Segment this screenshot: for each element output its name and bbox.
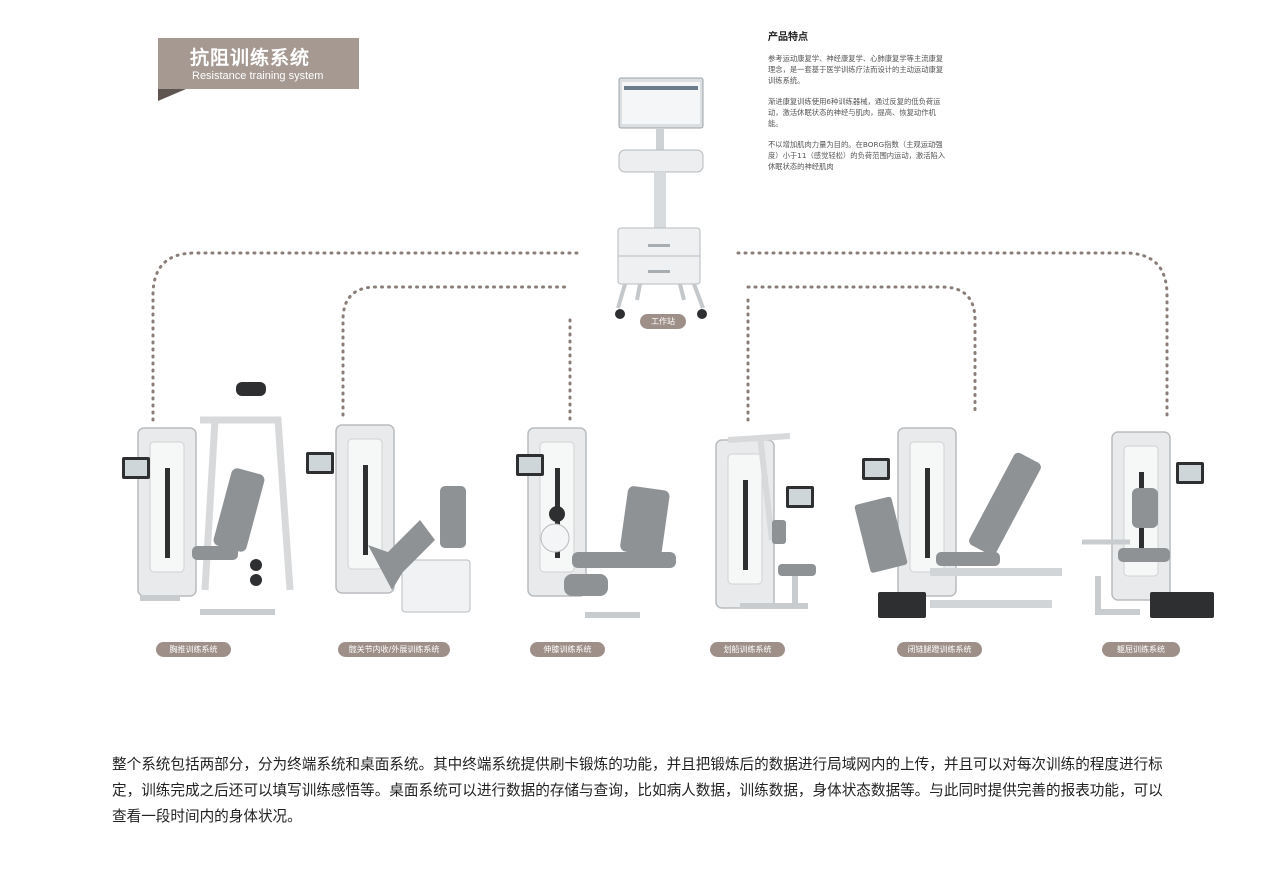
machine-row bbox=[715, 433, 816, 609]
features-title: 产品特点 bbox=[768, 32, 808, 43]
machine-knee bbox=[516, 427, 676, 618]
product-features: 产品特点 参考运动康复学、神经康复学、心肺康复学等主流康复理念，是一套基于医学训… bbox=[768, 28, 948, 182]
connector-torso bbox=[736, 251, 1169, 422]
machine-label-hip: 髋关节内收/外展训练系统 bbox=[338, 642, 450, 657]
connector-hip bbox=[341, 285, 572, 417]
connector-leg-press bbox=[746, 285, 977, 417]
workstation-label: 工作站 bbox=[640, 314, 686, 329]
workstation-cart bbox=[615, 77, 707, 319]
features-paragraph-3: 不以增加肌肉力量为目的。在BORG指数（主观运动强度）小于11（感觉轻松）的负荷… bbox=[768, 140, 946, 171]
machine-hip bbox=[306, 424, 471, 613]
connector-lines bbox=[151, 251, 1169, 422]
machine-chest-press bbox=[122, 382, 294, 615]
machine-label-chest-press: 胸推训练系统 bbox=[156, 642, 231, 657]
machine-torso bbox=[1082, 431, 1214, 618]
connector-chest-press bbox=[151, 251, 584, 422]
features-paragraph-2: 渐进康复训练使用6种训练器械，通过反复的低负荷运动，激活休眠状态的神经与肌肉，提… bbox=[768, 97, 941, 128]
machine-label-row: 划船训练系统 bbox=[710, 642, 785, 657]
machine-leg-press bbox=[854, 427, 1062, 618]
title-en: Resistance training system bbox=[192, 70, 324, 82]
title-banner: 抗阻训练系统 Resistance training system bbox=[158, 38, 359, 89]
machine-label-knee: 伸膝训练系统 bbox=[530, 642, 605, 657]
features-paragraph-1: 参考运动康复学、神经康复学、心肺康复学等主流康复理念，是一套基于医学训练疗法而设… bbox=[768, 54, 944, 85]
machine-label-leg-press: 闭链腿蹬训练系统 bbox=[897, 642, 982, 657]
system-description: 整个系统包括两部分，分为终端系统和桌面系统。其中终端系统提供刷卡锻炼的功能，并且… bbox=[112, 756, 1163, 825]
machine-label-torso: 躯屈训练系统 bbox=[1102, 642, 1180, 657]
title-cn: 抗阻训练系统 bbox=[190, 47, 311, 69]
